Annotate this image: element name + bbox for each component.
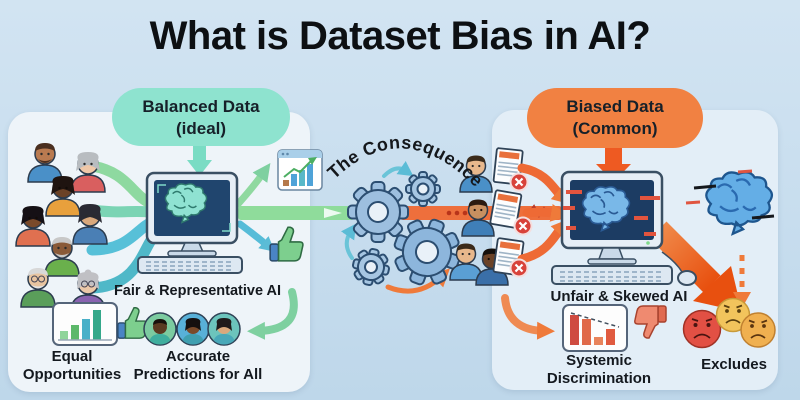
arrow-to-thumbs-up xyxy=(236,220,275,252)
sad-face-red-icon xyxy=(682,309,722,349)
systemic-line2: Discrimination xyxy=(546,370,652,388)
balanced-badge-line2: (ideal) xyxy=(175,119,227,139)
unfair-ai-label: Unfair & Skewed AI xyxy=(550,288,688,305)
declining-chart-icon xyxy=(562,304,628,352)
thumbs-up-icon xyxy=(269,226,304,262)
equal-line2: Opportunities xyxy=(22,366,122,384)
sad-face-icons xyxy=(682,297,776,349)
arrow-to-avatars xyxy=(247,288,298,340)
systemic-discrimination-label: Systemic Discrimination xyxy=(528,352,670,389)
biased-ai-computer-icon xyxy=(551,170,697,286)
keyboard-icon xyxy=(551,265,673,285)
equal-opportunities-label: Equal Opportunities xyxy=(8,348,136,385)
sad-face-orange-icon xyxy=(740,312,776,348)
fair-ai-computer-icon xyxy=(137,171,243,274)
mouse-icon xyxy=(677,270,697,286)
reject-x-badges xyxy=(509,172,533,278)
biased-data-badge: Biased Data (Common) xyxy=(527,88,703,148)
glitch-marks xyxy=(685,169,775,220)
thumbs-down-icon xyxy=(634,305,667,339)
balanced-data-badge: Balanced Data (ideal) xyxy=(112,88,290,146)
biased-badge-line1: Biased Data xyxy=(566,97,664,116)
gears-icon xyxy=(347,171,461,286)
glitch-marks xyxy=(563,190,660,236)
equal-opportunity-chart-icon xyxy=(52,302,118,346)
accurate-line2: Predictions for All xyxy=(133,366,263,384)
equal-line1: Equal xyxy=(51,348,93,365)
excludes-label: Excludes xyxy=(701,356,767,373)
balanced-outcome-arrows xyxy=(234,163,298,340)
excludes-dashed-arrow xyxy=(733,255,751,308)
keyboard-icon xyxy=(137,256,243,274)
fair-ai-label: Fair & Representative AI xyxy=(113,283,282,299)
growth-chart-icon xyxy=(277,149,323,191)
biased-input-rows xyxy=(449,147,525,286)
arrow-to-declining-chart xyxy=(501,294,555,340)
arrow-to-growth-chart xyxy=(234,163,271,208)
balanced-badge-arrow xyxy=(187,145,212,176)
biased-badge-line2: (Common) xyxy=(572,119,658,139)
systemic-line1: Systemic xyxy=(566,352,632,369)
balanced-badge-line1: Balanced Data xyxy=(142,97,260,116)
thumbs-up-icon xyxy=(117,307,149,339)
brain-icon xyxy=(685,169,775,235)
biased-flow-arrows xyxy=(517,163,571,264)
accurate-predictions-avatars xyxy=(143,312,241,346)
document-x-icon xyxy=(489,189,523,229)
diverse-people-group xyxy=(15,143,108,313)
accurate-line1: Accurate xyxy=(165,348,231,365)
accurate-predictions-label: Accurate Predictions for All xyxy=(118,348,278,385)
page-title: What is Dataset Bias in AI? xyxy=(149,14,651,58)
flow-band-green xyxy=(238,206,354,220)
